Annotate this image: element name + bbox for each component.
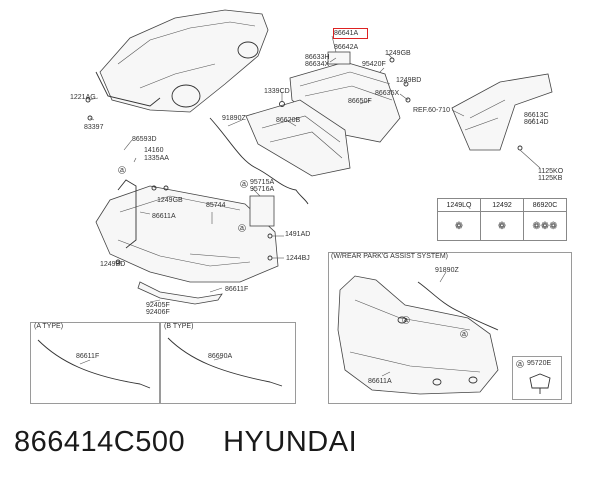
label-86642A: 86642A bbox=[334, 44, 358, 51]
leader-lines bbox=[79, 35, 541, 377]
fastener-header-1249LQ: 1249LQ bbox=[437, 198, 481, 212]
clip-set-icon: ❁❁❁ bbox=[523, 211, 567, 241]
fastener-table: 1249LQ 12492 86920C ❁ ❁ ❁❁❁ bbox=[437, 198, 567, 241]
label-86634X: 86634X bbox=[305, 61, 329, 68]
callout-a-2: a bbox=[242, 181, 246, 188]
sensor-unit bbox=[249, 195, 275, 227]
label-1249GB-left: 1249GB bbox=[157, 197, 183, 204]
rpas-label: (W/REAR PARK'G ASSIST SYSTEM) bbox=[331, 253, 448, 260]
label-1491AD: 1491AD bbox=[285, 231, 310, 238]
quarter-panel bbox=[451, 73, 553, 151]
label-91890Z-rpas: 91890Z bbox=[435, 267, 459, 274]
label-95720E: 95720E bbox=[527, 360, 551, 367]
a-type-box bbox=[30, 322, 160, 404]
wiring-harness bbox=[209, 117, 309, 205]
label-86641A: 86641A bbox=[334, 30, 358, 37]
brand-name: HYUNDAI bbox=[223, 426, 358, 458]
label-1249BD-left: 1249BD bbox=[100, 261, 125, 268]
label-ref-60-710: REF.60-710 bbox=[413, 107, 450, 114]
label-86614D: 86614D bbox=[524, 119, 549, 126]
b-type-box bbox=[160, 322, 296, 404]
rpas-box bbox=[328, 252, 572, 404]
label-95716A: 95716A bbox=[250, 186, 274, 193]
label-1125KO: 1125KO bbox=[538, 168, 564, 175]
label-86611A-rpas: 86611A bbox=[368, 378, 392, 385]
label-86635X: 86635X bbox=[375, 90, 399, 97]
b-type-lip bbox=[167, 337, 283, 387]
callout-a-5: a bbox=[462, 331, 466, 338]
label-1221AG: 1221AG bbox=[70, 94, 96, 101]
label-86690A: 86690A bbox=[208, 353, 232, 360]
side-bracket bbox=[117, 179, 137, 249]
caption: 866414C500 HYUNDAI bbox=[14, 426, 357, 459]
callout-a-1: a bbox=[120, 167, 124, 174]
rpas-harness bbox=[417, 281, 499, 331]
label-1335AA: 1335AA bbox=[144, 155, 169, 162]
callout-a-6: a bbox=[518, 361, 522, 368]
label-92405F: 92405F bbox=[146, 302, 170, 309]
label-95420F: 95420F bbox=[362, 61, 386, 68]
vehicle-silhouette bbox=[95, 9, 269, 113]
label-95715A: 95715A bbox=[250, 179, 274, 186]
label-91890Z-top: 91890Z bbox=[222, 115, 246, 122]
label-86633H: 86633H bbox=[305, 54, 330, 61]
lower-moulding bbox=[137, 281, 223, 305]
rear-bumper-cover bbox=[95, 185, 279, 283]
label-86650F: 86650F bbox=[348, 98, 372, 105]
callout-a-3: a bbox=[240, 225, 244, 232]
part-number: 866414C500 bbox=[14, 426, 186, 458]
label-1249BD-top: 1249BD bbox=[396, 77, 421, 84]
label-86620B: 86620B bbox=[276, 117, 300, 124]
label-92406F: 92406F bbox=[146, 309, 170, 316]
label-86613C: 86613C bbox=[524, 112, 549, 119]
a-type-lip bbox=[37, 339, 151, 389]
callout-a-4: a bbox=[404, 317, 408, 324]
fastener-header-86920C: 86920C bbox=[523, 198, 567, 212]
label-86611A-left: 86611A bbox=[152, 213, 176, 220]
a-type-label: (A TYPE) bbox=[34, 323, 64, 330]
highlight-box bbox=[333, 28, 368, 39]
label-85744: 85744 bbox=[206, 202, 226, 209]
label-86611F-a: 86611F bbox=[76, 353, 99, 360]
callout-a-markers: a a a a a a bbox=[118, 166, 524, 368]
label-1249GB-top: 1249GB bbox=[385, 50, 411, 57]
energy-absorber bbox=[245, 99, 351, 177]
label-86593D: 86593D bbox=[132, 136, 157, 143]
rpas-bumper bbox=[337, 275, 499, 395]
clip-95720E-icon bbox=[529, 373, 551, 394]
screw-icon: ❁ bbox=[437, 211, 481, 241]
screw-icon: ❁ bbox=[480, 211, 524, 241]
label-1125KB: 1125KB bbox=[538, 175, 563, 182]
label-86611F-main: 86611F bbox=[225, 286, 248, 293]
bumper-beam bbox=[289, 51, 401, 143]
fastener-header-12492: 12492 bbox=[480, 198, 524, 212]
label-1339CD: 1339CD bbox=[264, 88, 290, 95]
b-type-label: (B TYPE) bbox=[164, 323, 194, 330]
clip-inset-box bbox=[512, 356, 562, 400]
label-83397: 83397 bbox=[84, 124, 104, 131]
label-1244BJ: 1244BJ bbox=[286, 255, 310, 262]
label-14160: 14160 bbox=[144, 147, 164, 154]
